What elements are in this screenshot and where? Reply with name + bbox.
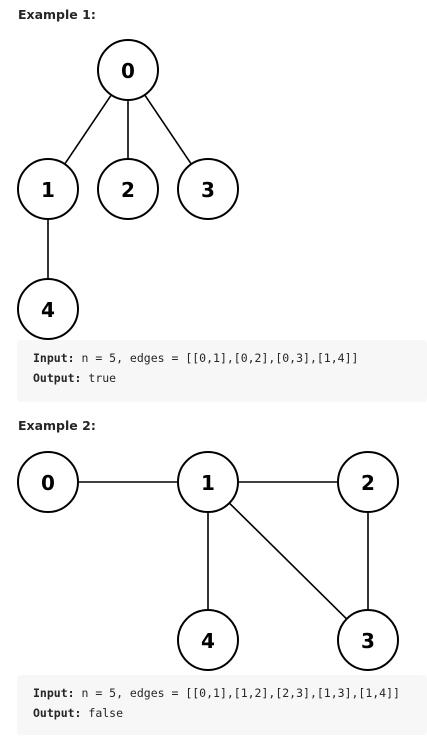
example-1-heading: Example 1: [18,7,96,22]
output-value: true [81,371,117,385]
node-label: 4 [201,629,215,653]
node-1: 1 [17,158,79,220]
node-circle [337,451,399,513]
output-value: false [81,706,124,720]
input-value: n = 5, edges = [[0,1],[0,2],[0,3],[1,4]] [74,351,359,365]
node-2: 2 [97,158,159,220]
node-circle [97,158,159,220]
node-label: 1 [201,471,215,495]
node-circle [17,451,79,513]
node-label: 2 [121,178,135,202]
example-1-io-box: Input: n = 5, edges = [[0,1],[0,2],[0,3]… [17,340,427,402]
node-3: 3 [337,609,399,671]
input-label: Input: [33,686,75,700]
input-label: Input: [33,351,75,365]
node-circle [177,609,239,671]
node-0: 0 [17,451,79,513]
node-label: 3 [201,178,215,202]
node-circle [17,158,79,220]
output-label: Output: [33,371,82,385]
example-2-graph: 0 1 2 3 4 [17,451,399,671]
node-label: 2 [361,471,375,495]
node-label: 4 [41,298,55,322]
node-0: 0 [97,39,159,101]
node-3: 3 [177,158,239,220]
input-value: n = 5, edges = [[0,1],[1,2],[2,3],[1,3],… [74,686,400,700]
node-circle [177,451,239,513]
node-circle [97,39,159,101]
node-label: 0 [121,59,135,83]
example-2-heading: Example 2: [18,418,96,433]
node-4: 4 [17,278,79,340]
node-label: 0 [41,471,55,495]
node-circle [17,278,79,340]
example-1-output-line: Output: true [33,368,427,388]
node-circle [177,158,239,220]
node-label: 3 [361,629,375,653]
example-2-output-line: Output: false [33,703,427,723]
edge-0-3 [144,94,192,165]
node-2: 2 [337,451,399,513]
edge-1-3 [228,502,348,620]
example-2-io-box: Input: n = 5, edges = [[0,1],[1,2],[2,3]… [17,675,427,735]
node-label: 1 [41,178,55,202]
node-circle [337,609,399,671]
node-4: 4 [177,609,239,671]
edge-0-1 [64,94,112,165]
example-2-input-line: Input: n = 5, edges = [[0,1],[1,2],[2,3]… [33,683,427,703]
example-1-graph: 0 1 2 3 4 [17,39,239,340]
output-label: Output: [33,706,82,720]
node-1: 1 [177,451,239,513]
example-1-input-line: Input: n = 5, edges = [[0,1],[0,2],[0,3]… [33,348,427,368]
